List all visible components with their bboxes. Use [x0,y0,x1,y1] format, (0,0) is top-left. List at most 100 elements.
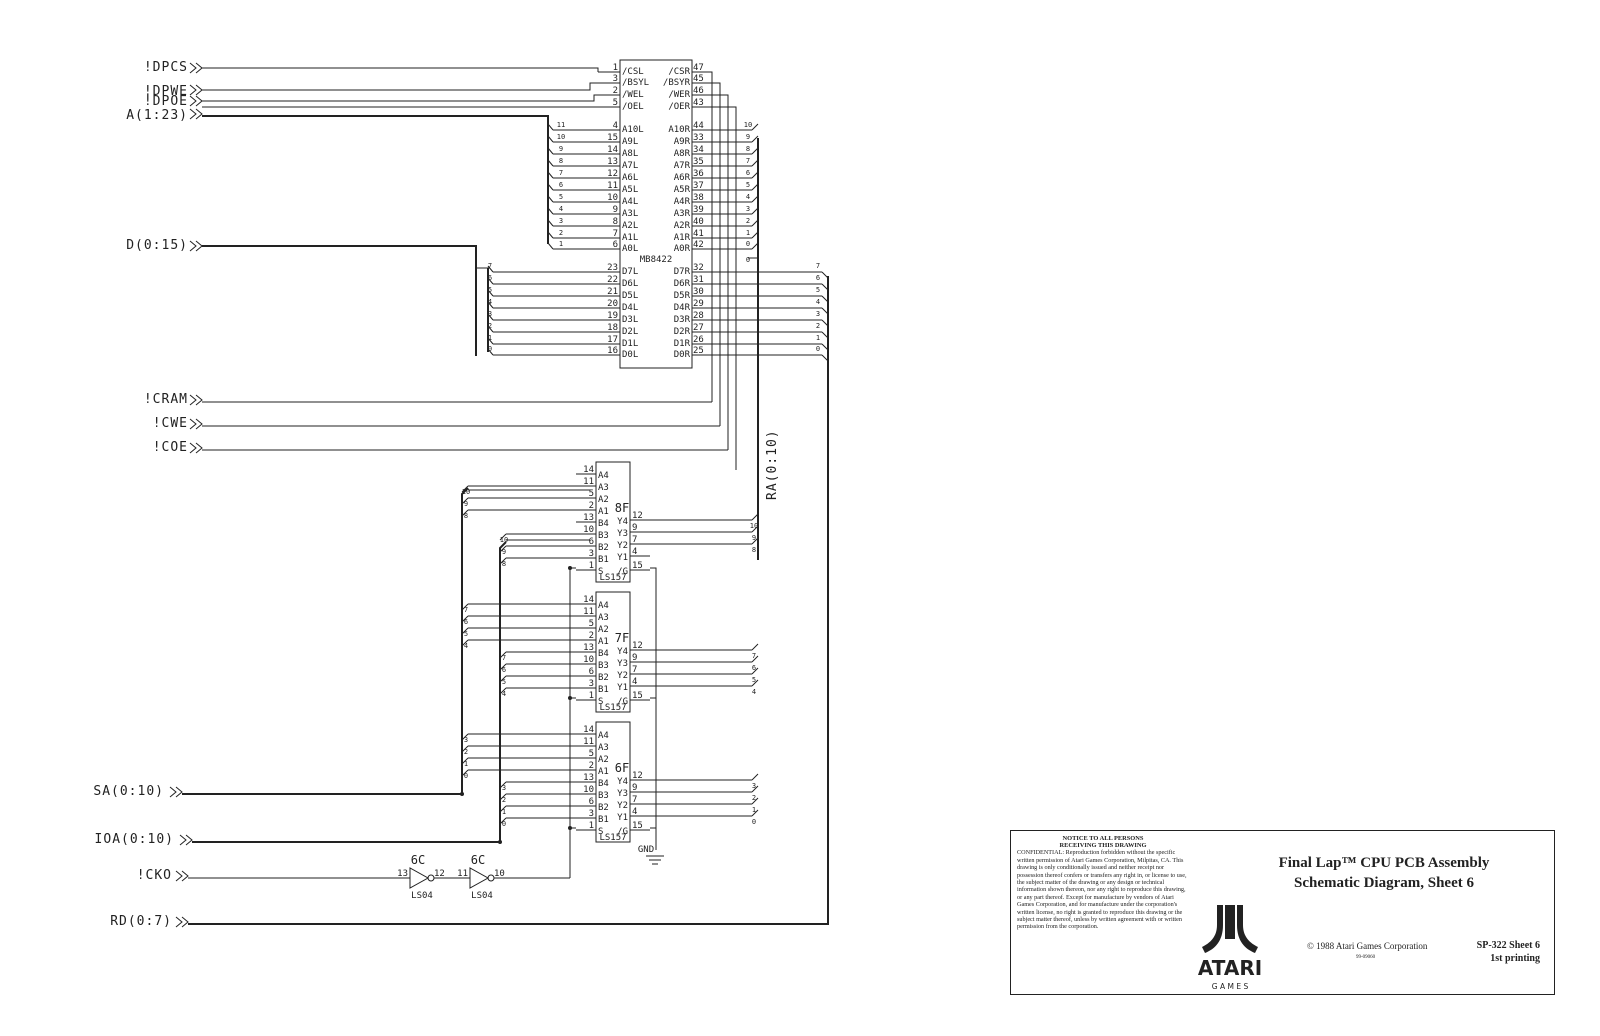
mux-left-pin-name: B3 [598,531,609,541]
dpram-right-pin-name: D7R [674,267,691,277]
dpram-right-pin-number: 44 [693,121,704,131]
drawing-number: 99-09060 [1356,955,1376,960]
dpram-left-pin-name: A0L [622,244,638,254]
mux-right-pin-number: 7 [632,795,637,805]
dpram-left-pin-number: 12 [607,169,618,179]
ra-bus-entry [751,809,759,817]
dpram-left-pin-number: 2 [613,86,618,96]
dpram-right-pin-number: 34 [693,145,704,155]
dpram-left-pin-name: /CSL [622,67,644,77]
dpram-right-pin-name: D6R [674,279,691,289]
dpram-left-pin-number: 13 [607,157,618,167]
dpram-right-pin-name: D0R [674,350,691,360]
dpram-left-pin-name: D2L [622,327,638,337]
dpram-right-pin-name: A0R [674,244,691,254]
a-bus-index: 7 [559,169,563,177]
mux-type-6F: LS157 [599,833,626,843]
sa-bus-index: 4 [464,642,468,650]
mux-output-index: 9 [752,534,756,542]
mux-output-index: 7 [752,652,756,660]
dpram-left-pin-name: A10L [622,125,644,135]
cwe-net [708,82,721,426]
mux-left-pin-number: 10 [583,525,594,535]
confidential-notice: NOTICE TO ALL PERSONS RECEIVING THIS DRA… [1017,835,1189,931]
inverter-in-pin: 13 [397,869,408,879]
a-bus-entry [547,242,554,250]
a-bus-entry [547,183,554,191]
mux-left-pin-name: A3 [598,483,609,493]
a-bus-index: 8 [559,157,563,165]
mux-right-pin-name: Y2 [617,801,628,811]
mux-left-pin-name: S [598,697,603,707]
d-bus [202,245,477,356]
dpram-left-pin-name: A3L [622,209,638,219]
mux-right-pin-number: 15 [632,821,643,831]
mux-left-pin-number: 6 [589,537,594,547]
mux-right-pin-number: 4 [632,547,637,557]
dpram-left-pin-number: 19 [607,311,618,321]
sa-bus-entry [461,485,469,493]
a-bus-entry [547,219,554,227]
ra-bus-entry [751,797,759,805]
rd-bus-index: 2 [816,322,820,330]
sa-bus-index: 3 [464,736,468,744]
ioa-bus-index: 10 [500,536,508,544]
dpram-right-pin-name: A5R [674,185,691,195]
sa-bus-index: 1 [464,760,468,768]
mux-right-pin-name: Y3 [617,789,628,799]
mux-left-pin-name: A4 [598,601,609,611]
mux-right-pin-number: 7 [632,665,637,675]
select-net [569,567,576,878]
mux-left-pin-number: 1 [589,561,594,571]
inverter-type: LS04 [471,891,493,901]
logo-subtitle: G A M E S [1212,982,1249,991]
dpram-left-pin-name: A9L [622,137,638,147]
rd-bus-index: 5 [816,286,820,294]
rd-bus-index: 6 [816,274,820,282]
dpram-right-pin-name: /BSYR [663,78,691,88]
dpram-left-pin-number: 7 [613,229,618,239]
dpram-right-pin-number: 41 [693,229,704,239]
mux-left-pin-name: S [598,567,603,577]
mux-left-pin-number: 14 [583,725,594,735]
a-bus-index: 4 [559,205,563,213]
mux-ref-8F: 8F [615,501,629,515]
coe-connector [189,442,203,454]
a-bus-entry [547,195,554,203]
dpram-left-pin-number: 21 [607,287,618,297]
mux-left-pin-name: B1 [598,555,609,565]
signal-label-rd: RD(0:7) [110,914,172,929]
dpram-right-pin-number: 40 [693,217,704,227]
ioa-bus-index: 1 [502,808,506,816]
mux-left-pin-name: B2 [598,673,609,683]
sa-bus-index: 10 [462,488,470,496]
mux-output-index: 3 [752,782,756,790]
dpram-right-pin-number: 35 [693,157,704,167]
mux-left-pin-number: 2 [589,501,594,511]
a-bus-entry [547,123,554,131]
dpram-right-pin-number: 46 [693,86,704,96]
mux-right-pin-name: Y3 [617,659,628,669]
a-bus-index: 9 [559,145,563,153]
d-bus-index: 0 [488,345,492,353]
ra-bus-index: 9 [746,133,750,141]
inverter-ref: 6C [411,853,425,867]
dpram-right-pin-name: A3R [674,209,691,219]
mux-right-pin-name: Y4 [617,647,628,657]
ra-bus-entry [751,123,759,131]
ioa-connector [179,834,193,846]
a-bus-entry [547,207,554,215]
ra-bus-entry [751,679,759,687]
sa-bus-index: 8 [464,512,468,520]
junction-dot [568,566,572,570]
rd-bus-index: 7 [816,262,820,270]
dpram-left-pin-name: D6L [622,279,638,289]
dpwe-connector [189,84,203,96]
mux-ref-7F: 7F [615,631,629,645]
inverter-ref: 6C [471,853,485,867]
dpram-left-pin-number: 4 [613,121,618,131]
dpram-left-pin-number: 22 [607,275,618,285]
mux-right-pin-number: 4 [632,677,637,687]
mux-left-pin-name: B4 [598,779,609,789]
